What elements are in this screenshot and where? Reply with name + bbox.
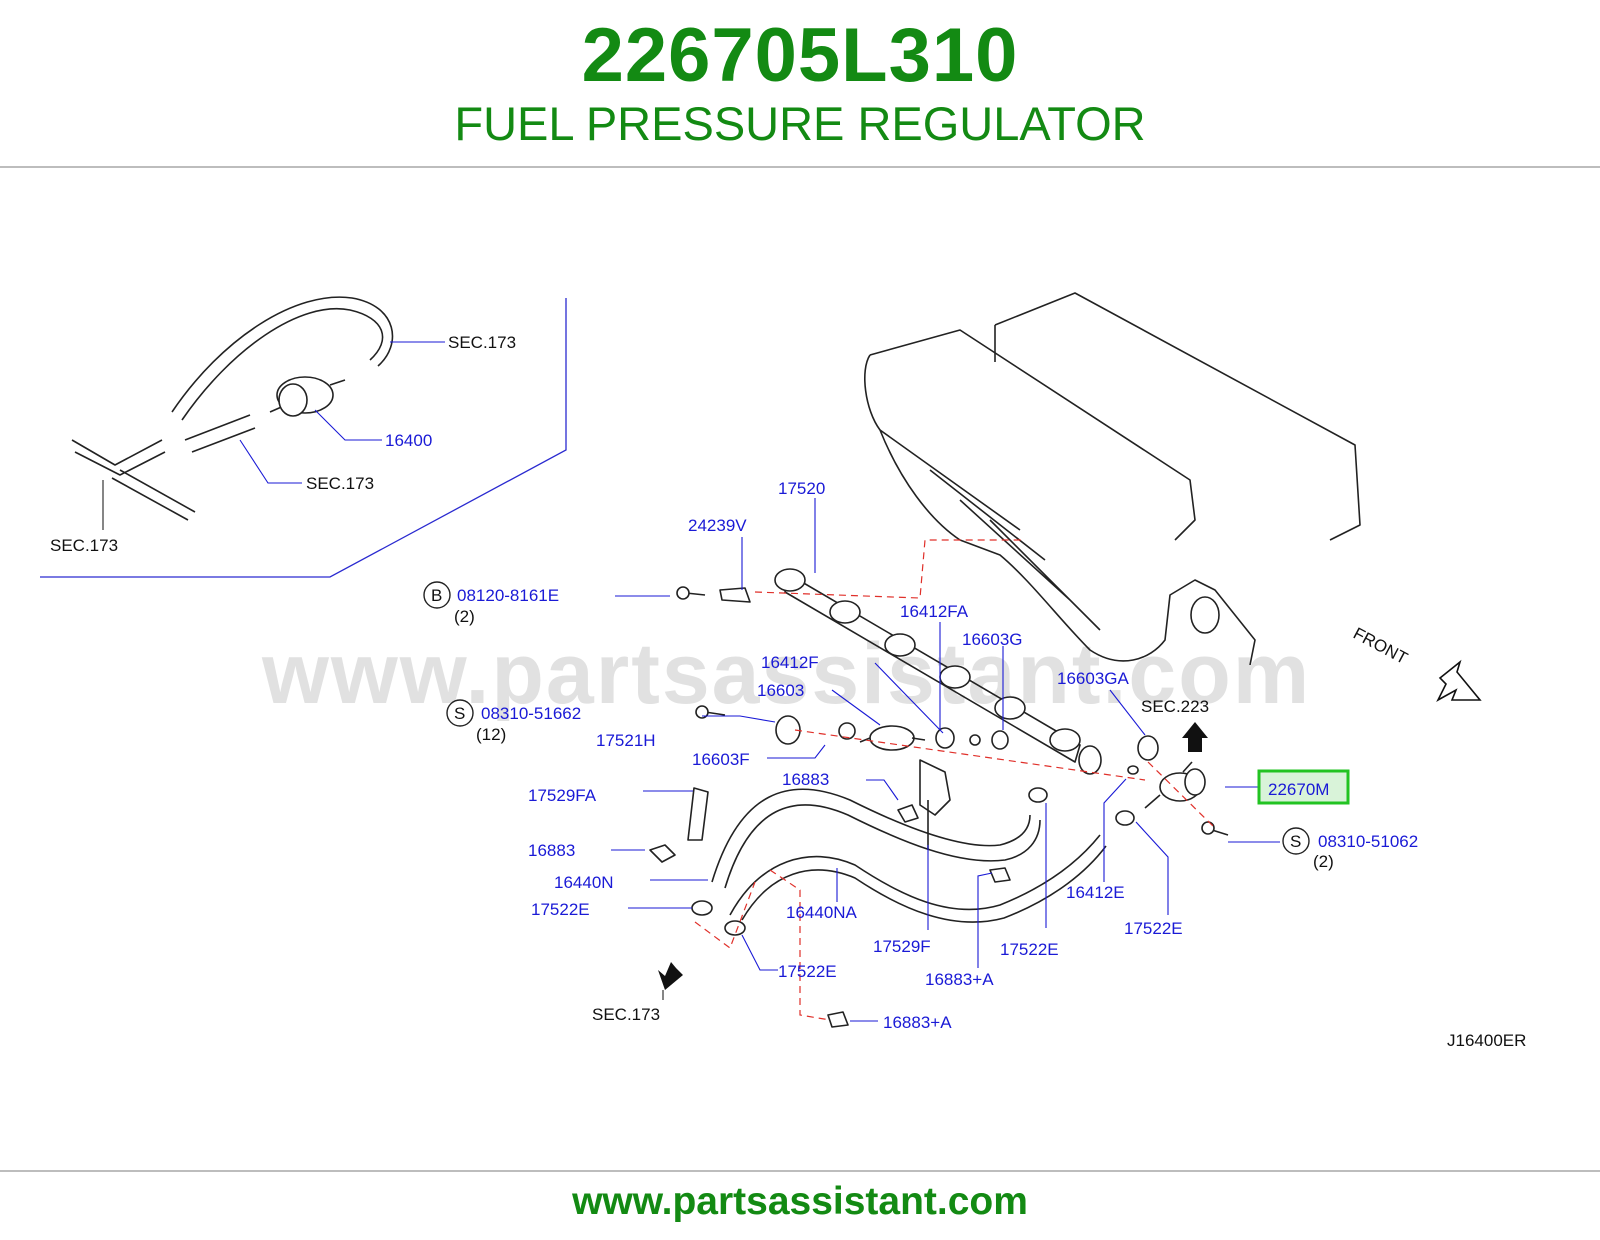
label-08310-51062: 08310-51062 [1318,832,1418,851]
label-front: FRONT [1350,624,1411,668]
pressure-regulator-22670M [1144,761,1229,836]
label-17529f: 17529F [873,937,931,956]
brackets [676,586,951,850]
label-16883a-a: 16883+A [925,970,994,989]
label-16440na: 16440NA [786,903,858,922]
callout-labels: SEC.173 16400 SEC.173 SEC.173 17520 2423… [50,333,1526,1050]
label-16603ga: 16603GA [1057,669,1129,688]
label-16412fa: 16412FA [900,602,969,621]
label-16412e: 16412E [1066,883,1125,902]
assembly-lines [694,539,1216,1021]
label-16400: 16400 [385,431,432,450]
footer-url[interactable]: www.partsassistant.com [572,1180,1028,1223]
part-number: 226705L310 [581,13,1019,98]
label-16603g: 16603G [962,630,1023,649]
label-16412f: 16412F [761,653,819,672]
qty-12: (12) [476,725,506,744]
s-symbol-circle-b [1282,827,1310,855]
leader-lines [102,341,1320,1022]
header-divider [0,166,1600,168]
s-symbol-a: S [454,704,465,723]
label-16603f: 16603F [692,750,750,769]
label-16883a-b: 16883+A [883,1013,952,1032]
label-17521h: 17521H [596,731,656,750]
label-sec173-b: SEC.173 [306,474,374,493]
sec173-arrow-icon [658,962,683,990]
label-16883-b: 16883 [528,841,575,860]
qty-2-a: (2) [454,607,475,626]
s-symbol-b: S [1290,832,1301,851]
label-17529fa: 17529FA [528,786,597,805]
fuel-filter-16400 [276,376,346,417]
label-sec173-a: SEC.173 [448,333,516,352]
label-24239v: 24239V [688,516,747,535]
s-symbol-circle-a [446,699,474,727]
part-title: FUEL PRESSURE REGULATOR [454,97,1146,150]
label-17522e-d: 17522E [778,962,837,981]
footer-divider [0,1170,1600,1172]
fuel-hoses [711,788,1107,923]
qty-2-b: (2) [1313,852,1334,871]
label-08310-51662: 08310-51662 [481,704,581,723]
label-17520: 17520 [778,479,825,498]
label-16603: 16603 [757,681,804,700]
hose-clips [649,787,1135,1028]
highlight-box [1257,769,1350,805]
label-sec173-d: SEC.173 [592,1005,660,1024]
label-16883-a: 16883 [782,770,829,789]
label-17522e-c: 17522E [1000,940,1059,959]
b-symbol-circle [423,581,451,609]
label-22670m: 22670M [1268,780,1329,799]
label-sec223: SEC.223 [1141,697,1209,716]
front-arrow-icon [1436,659,1482,702]
label-sec173-c: SEC.173 [50,536,118,555]
b-symbol: B [431,586,442,605]
injector-parts [695,705,1159,775]
inset-hoses [71,296,394,521]
label-17522e-a: 17522E [531,900,590,919]
label-16440n: 16440N [554,873,614,892]
inset-frame [40,298,567,578]
sec223-arrow-icon [1182,722,1208,752]
diagram-ref-code: J16400ER [1447,1031,1526,1050]
intake-manifold [864,292,1361,666]
label-08120-8161e: 08120-8161E [457,586,559,605]
label-17522e-b: 17522E [1124,919,1183,938]
watermark: www.partsassistant.com [261,626,1311,722]
